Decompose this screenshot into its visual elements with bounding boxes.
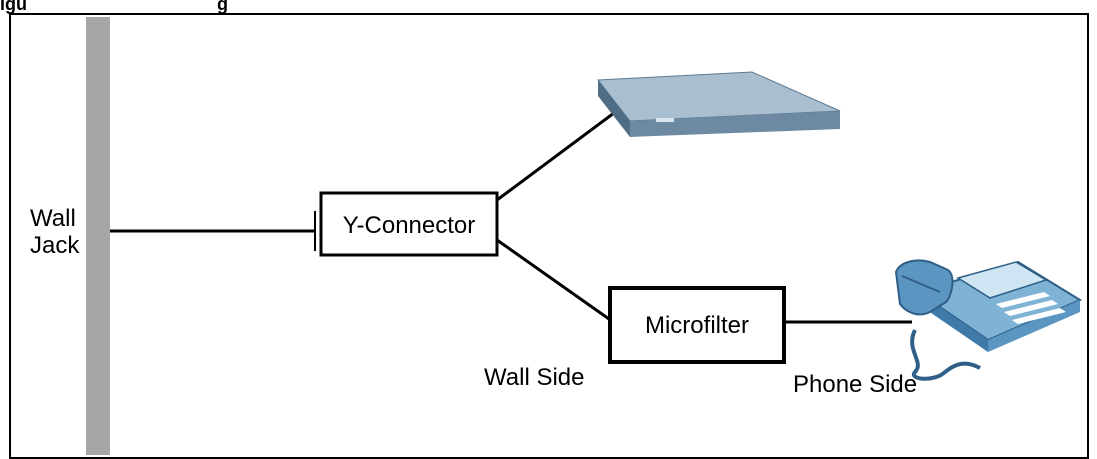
dsl-modem-router-icon <box>597 71 841 137</box>
wall-jack-label-line2: Jack <box>30 232 80 259</box>
yconnector-to-microfilter-cable <box>496 238 610 321</box>
wall-side-label: Wall Side <box>484 364 584 391</box>
microfilter-label: Microfilter <box>645 312 749 339</box>
diagram-frame <box>9 13 1089 459</box>
wall-jack-bar <box>86 17 110 455</box>
figure-caption: igu g <box>0 0 228 14</box>
telephone-icon <box>894 259 1083 381</box>
wall-jack-label-line1: Wall <box>30 205 76 232</box>
yconnector-to-device-cable <box>496 108 619 202</box>
y-connector-box <box>319 191 499 257</box>
microfilter-box <box>608 286 786 364</box>
y-connector-label: Y-Connector <box>343 212 476 239</box>
phone-side-label: Phone Side <box>793 371 917 398</box>
